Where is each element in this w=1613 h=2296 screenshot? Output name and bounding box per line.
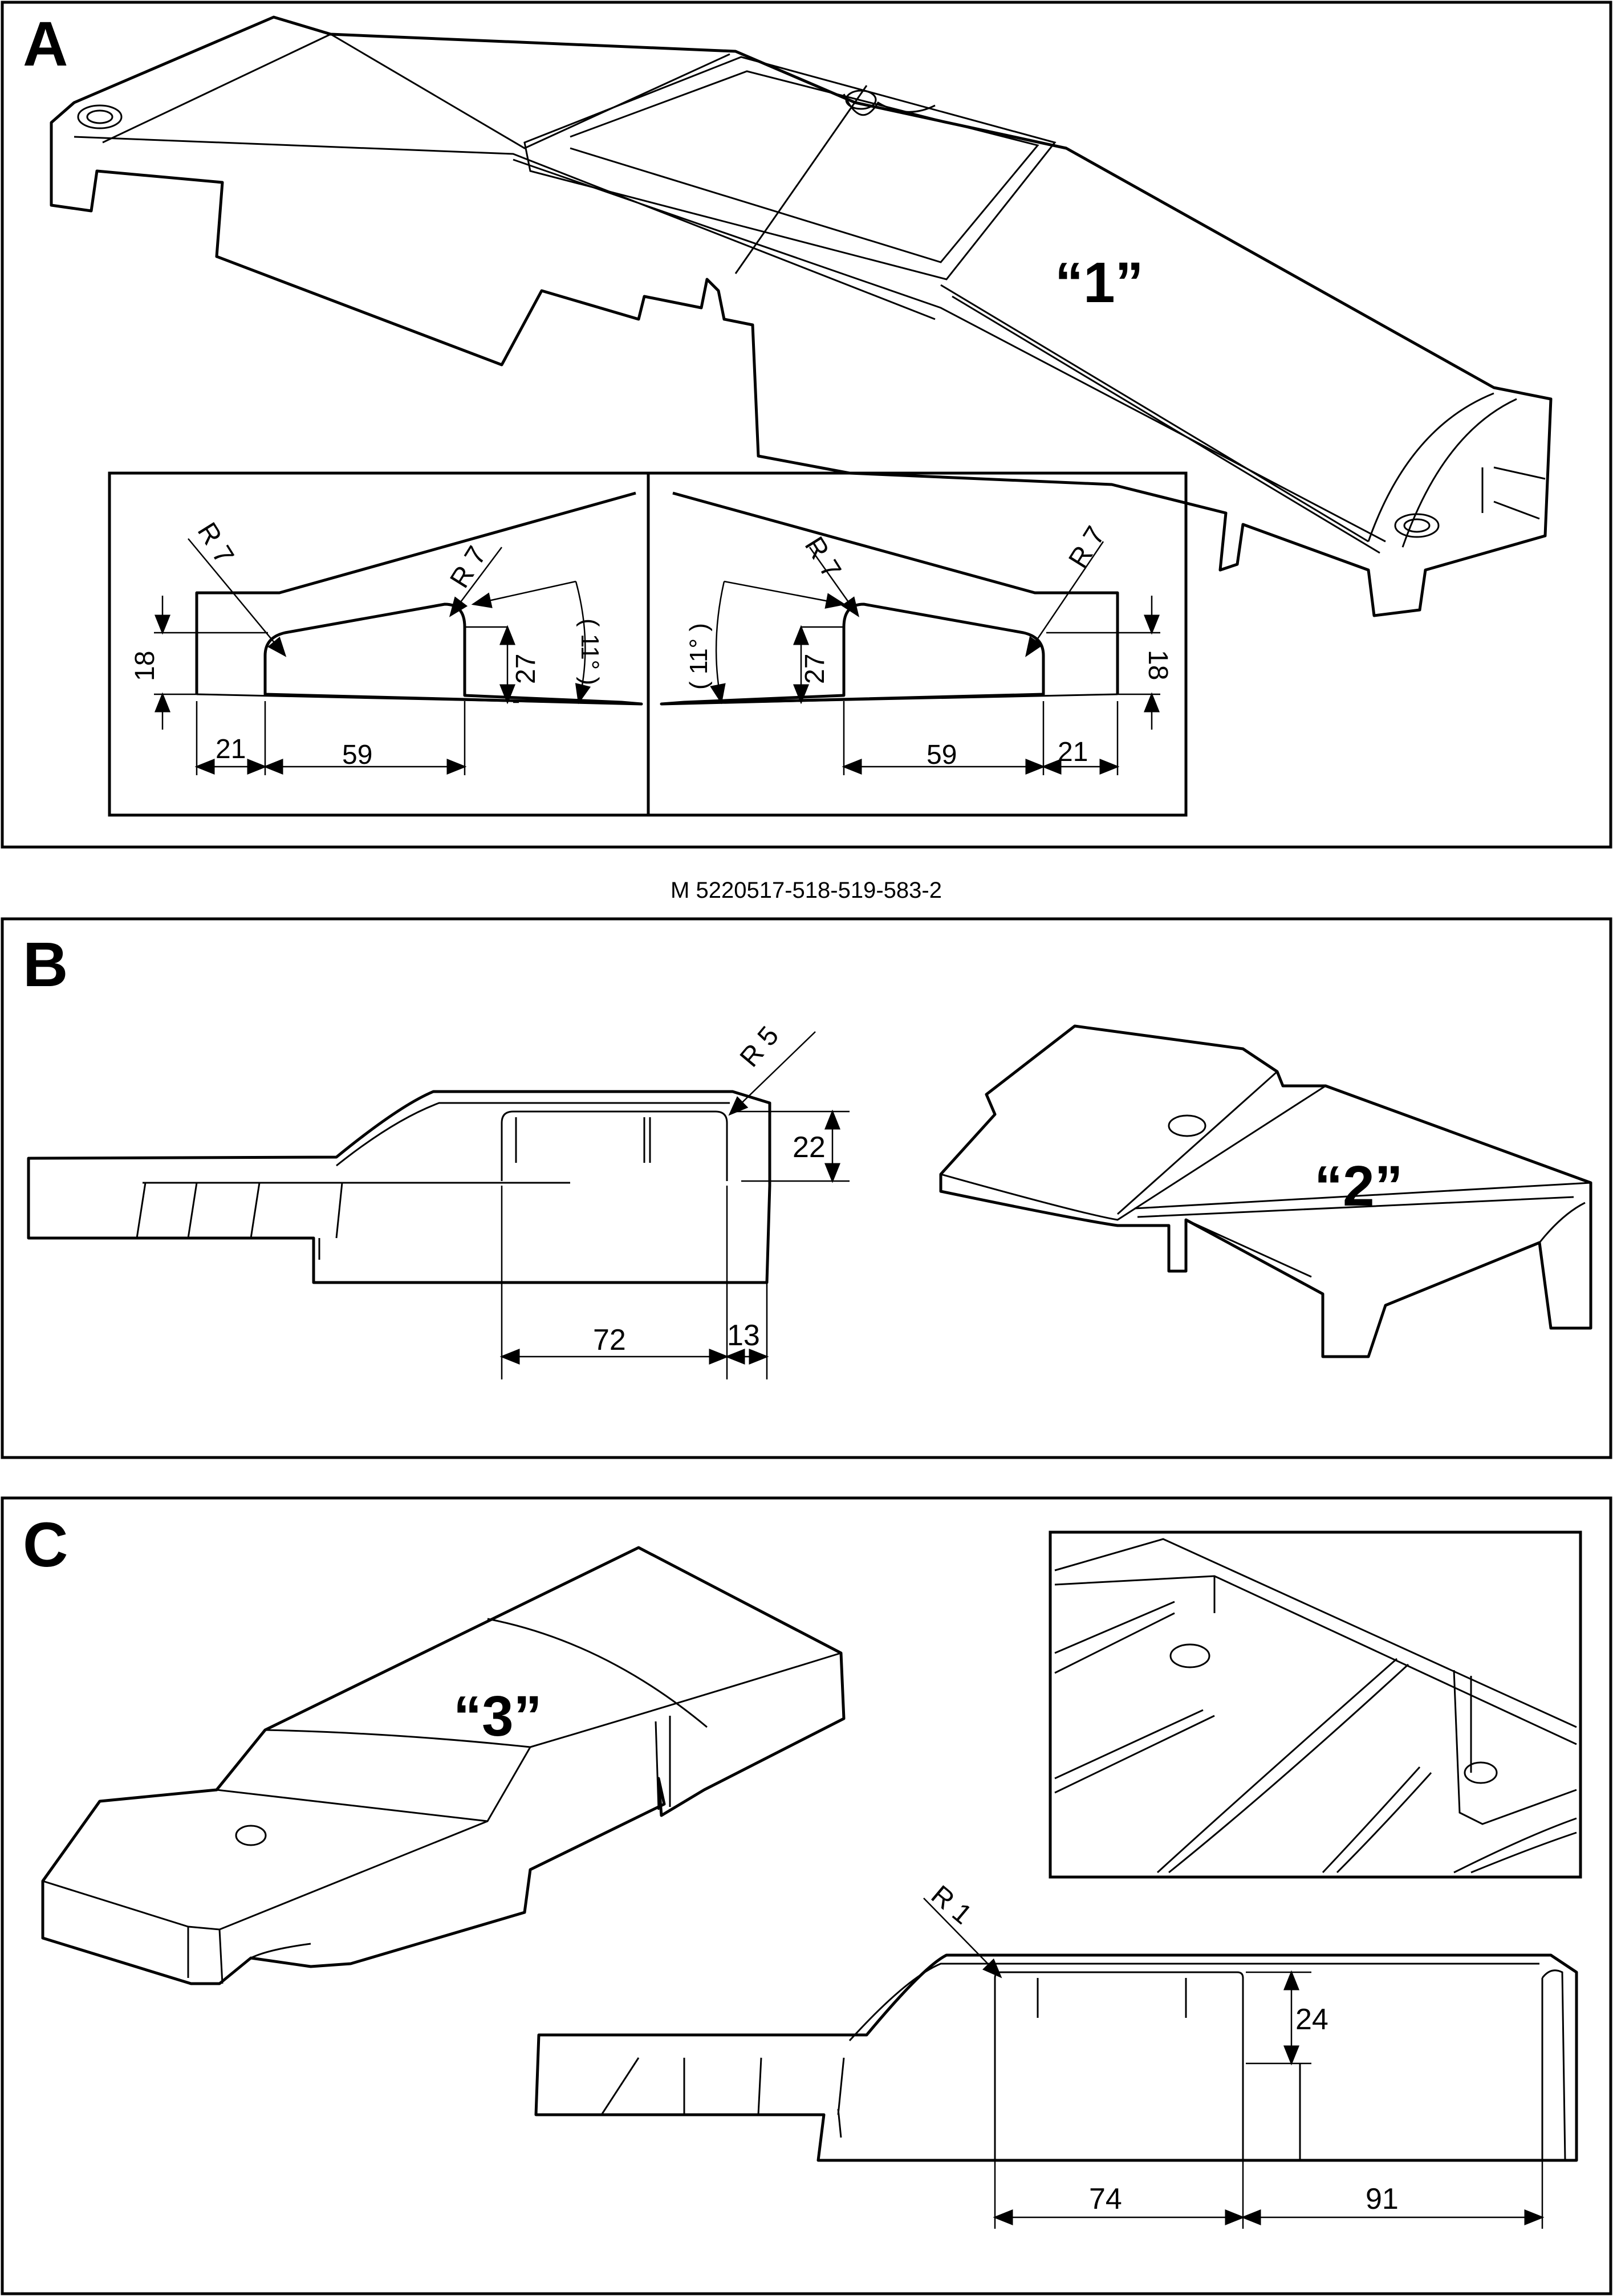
right-height-27-label: 27: [800, 654, 830, 684]
left-profile-detail: [154, 491, 643, 775]
panel-c-letter: C: [23, 1510, 68, 1580]
left-width-59-label: 59: [342, 740, 372, 770]
right-width-21-label: 21: [1058, 737, 1088, 767]
part-3-side-profile: [534, 1898, 1578, 2229]
part-1-label: “1”: [1055, 251, 1144, 315]
part-3-width-91-label: 91: [1366, 2183, 1399, 2216]
part-3-label: “3”: [453, 1684, 542, 1748]
part-2-height-22-label: 22: [793, 1131, 826, 1164]
right-height-18-label: 18: [1143, 650, 1173, 680]
part-3-isometric: [41, 1546, 846, 1985]
panel-a-frame: [1, 1, 1612, 849]
right-angle-label: ( 11° ): [685, 623, 713, 690]
left-width-21-label: 21: [216, 734, 246, 764]
part-2-isometric: [939, 1024, 1592, 1358]
part-2-radius-label: R 5: [734, 1021, 785, 1073]
left-height-27-label: 27: [511, 654, 541, 684]
part-2-label: “2”: [1314, 1154, 1403, 1218]
right-profile-detail: [660, 491, 1160, 775]
part-1-drawing: [50, 15, 1553, 617]
panel-c-frame: [1, 1496, 1612, 2295]
part-2-width-13-label: 13: [727, 1319, 760, 1352]
panel-b-letter: B: [23, 930, 68, 1000]
left-angle-label: ( 11° ): [576, 618, 604, 685]
part-3-height-24-label: 24: [1295, 2003, 1328, 2036]
panel-a-letter: A: [23, 9, 68, 79]
part-2-side-profile: [27, 1031, 850, 1379]
detail-inset-frame: [108, 471, 1188, 817]
reference-code: M 5220517-518-519-583-2: [671, 878, 942, 903]
panel-b: B R 5 22 72 13 “2”: [1, 917, 1612, 1459]
left-radius-left-label: R 7: [192, 518, 240, 569]
right-width-59-label: 59: [927, 740, 957, 770]
part-3-inset-detail: [1049, 1530, 1582, 1879]
panel-c: C “3”: [1, 1496, 1612, 2295]
part-3-radius-label: R 1: [925, 1880, 977, 1931]
part-3-width-74-label: 74: [1089, 2183, 1122, 2216]
panel-b-frame: [1, 917, 1612, 1459]
right-radius-right-label: R 7: [1063, 521, 1111, 573]
left-height-18-label: 18: [130, 651, 160, 681]
part-2-width-72-label: 72: [593, 1324, 626, 1357]
panel-a: A “1”: [1, 1, 1612, 849]
